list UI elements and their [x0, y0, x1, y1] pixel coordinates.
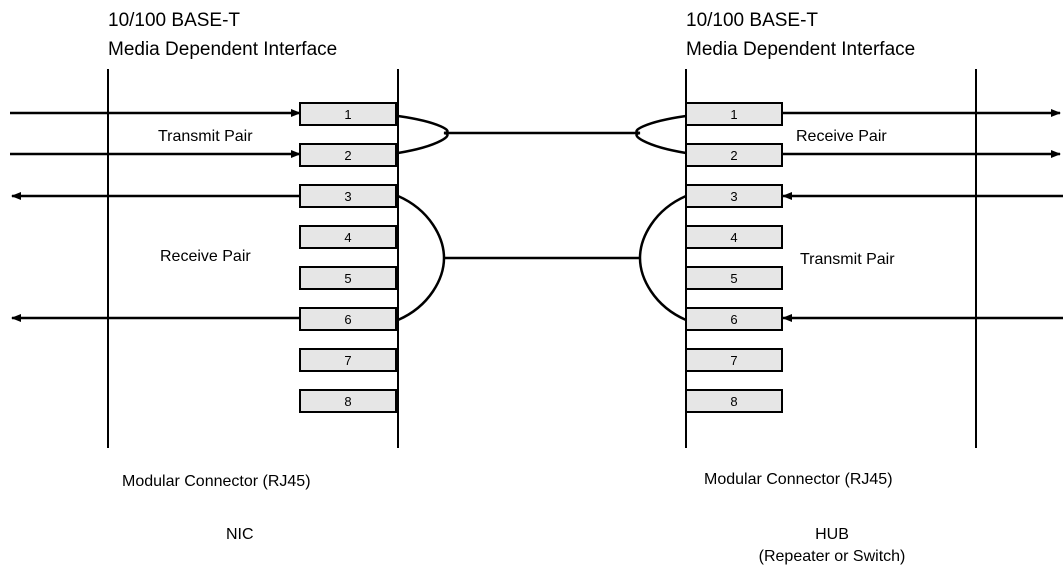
nic-pin-1: 1	[299, 102, 397, 126]
hub-section: 10/100 BASE-T Media Dependent Interface …	[685, 10, 1063, 565]
hub-pin-3-number: 3	[730, 189, 737, 204]
hub-transmit-twist	[638, 194, 687, 322]
hub-pin-4-number: 4	[730, 230, 737, 245]
cable-pairs	[397, 114, 687, 322]
nic-transmit-twist	[397, 114, 449, 155]
hub-title-line2: Media Dependent Interface	[686, 39, 915, 60]
hub-receive-twist	[635, 114, 687, 155]
nic-pin-7: 7	[299, 348, 397, 372]
hub-pin-2: 2	[685, 143, 783, 167]
nic-title-line2: Media Dependent Interface	[108, 39, 337, 60]
nic-pin-2: 2	[299, 143, 397, 167]
hub-connector-label: Modular Connector (RJ45)	[704, 471, 893, 488]
nic-receive-pair-label: Receive Pair	[160, 248, 251, 265]
hub-pin-4-block	[685, 225, 783, 249]
nic-pin-5-block	[299, 266, 397, 290]
nic-pin-3: 3	[299, 184, 397, 208]
nic-title-line1: 10/100 BASE-T	[108, 10, 240, 31]
nic-pin-4-block	[299, 225, 397, 249]
nic-device-label: NIC	[226, 526, 254, 543]
hub-receive-pair-label: Receive Pair	[796, 128, 887, 145]
nic-pin-7-block	[299, 348, 397, 372]
hub-pin-5: 5	[685, 266, 783, 290]
hub-pin-7-number: 7	[730, 353, 737, 368]
hub-pin-4: 4	[685, 225, 783, 249]
nic-pin-6: 6	[299, 307, 397, 331]
hub-pin-8-block	[685, 389, 783, 413]
nic-transmit-pair-label: Transmit Pair	[158, 128, 253, 145]
hub-pin-6: 6	[685, 307, 783, 331]
nic-pin-3-number: 3	[344, 189, 351, 204]
hub-connector-frame	[685, 69, 977, 448]
hub-transmit-pair-label: Transmit Pair	[800, 251, 895, 268]
nic-connector-label: Modular Connector (RJ45)	[122, 473, 311, 490]
nic-pin-8-number: 8	[344, 394, 351, 409]
hub-pin-6-number: 6	[730, 312, 737, 327]
hub-pin-5-block	[685, 266, 783, 290]
nic-pin-2-number: 2	[344, 148, 351, 163]
nic-pin-column: 1 2 3 4 5 6 7 8	[299, 102, 397, 413]
nic-pin-8: 8	[299, 389, 397, 413]
nic-pin-5: 5	[299, 266, 397, 290]
hub-pin-3: 3	[685, 184, 783, 208]
hub-pin-1: 1	[685, 102, 783, 126]
nic-receive-twist	[397, 194, 446, 322]
nic-pin-6-number: 6	[344, 312, 351, 327]
nic-pin-7-number: 7	[344, 353, 351, 368]
nic-pin-5-number: 5	[344, 271, 351, 286]
hub-device-label: HUB	[815, 526, 849, 543]
nic-section: 10/100 BASE-T Media Dependent Interface …	[10, 10, 399, 543]
nic-pin-4: 4	[299, 225, 397, 249]
hub-pin-2-number: 2	[730, 148, 737, 163]
nic-pin-8-block	[299, 389, 397, 413]
hub-pin-7-block	[685, 348, 783, 372]
hub-pin-5-number: 5	[730, 271, 737, 286]
hub-device-sublabel: (Repeater or Switch)	[759, 548, 906, 565]
hub-title-line1: 10/100 BASE-T	[686, 10, 818, 31]
hub-pin-1-number: 1	[730, 107, 737, 122]
hub-pin-8: 8	[685, 389, 783, 413]
nic-pin-4-number: 4	[344, 230, 351, 245]
hub-pin-8-number: 8	[730, 394, 737, 409]
hub-pin-column: 1 2 3 4 5 6 7 8	[685, 102, 783, 413]
hub-pin-7: 7	[685, 348, 783, 372]
nic-pin-1-number: 1	[344, 107, 351, 122]
nic-connector-frame	[107, 69, 399, 448]
